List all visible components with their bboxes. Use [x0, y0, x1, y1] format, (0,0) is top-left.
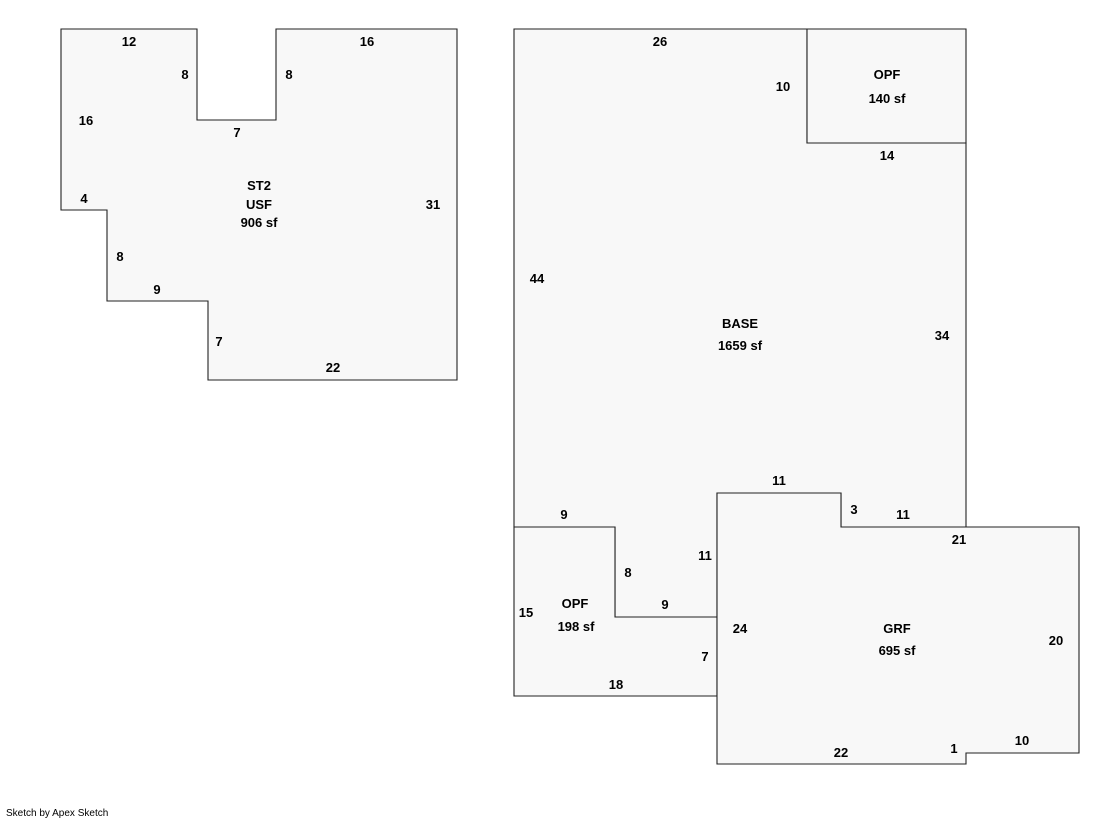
base-dim-right: 34 [935, 328, 950, 343]
opf-top-type-label: OPF [874, 67, 901, 82]
base-dim-opf-side: 8 [624, 565, 631, 580]
st2-dim-bottom: 22 [326, 360, 340, 375]
st2-type-label: USF [246, 197, 272, 212]
base-dim-grf-top: 11 [772, 473, 786, 488]
st2-area-label: 906 sf [241, 215, 279, 230]
st2-dim-step-2: 8 [116, 249, 123, 264]
st2-dim-step-3: 9 [153, 282, 160, 297]
opf-left-area-label: 198 sf [558, 619, 596, 634]
grf-dim-bottom-right: 10 [1015, 733, 1029, 748]
footer-credit: Sketch by Apex Sketch [6, 808, 109, 819]
base-dim-bottom-right: 11 [896, 507, 910, 522]
st2-dim-left: 16 [79, 113, 93, 128]
opf-top-dim-left: 10 [776, 79, 790, 94]
base-dim-grf-side: 11 [698, 548, 712, 563]
grf-area-label: 695 sf [879, 643, 917, 658]
opf-left-dim-left: 15 [519, 605, 533, 620]
st2-dim-notch-bottom: 7 [233, 125, 240, 140]
st2-dim-right: 31 [426, 197, 440, 212]
opf-left-dim-right: 7 [701, 649, 708, 664]
st2-dim-step-4: 7 [215, 334, 222, 349]
st2-usf-polygon [60, 28, 458, 381]
base-dim-bottom-left: 9 [560, 507, 567, 522]
opf-left-dim-bottom: 18 [609, 677, 623, 692]
opf-top-polygon [806, 28, 967, 144]
grf-dim-step: 1 [950, 741, 957, 756]
grf-type-label: GRF [883, 621, 911, 636]
grf-dim-top: 21 [952, 532, 966, 547]
st2-code-label: ST2 [247, 178, 271, 193]
opf-left-dim-step: 9 [661, 597, 668, 612]
grf-polygon [716, 492, 1080, 765]
st2-dim-top-left: 12 [122, 34, 136, 49]
opf-top-area-label: 140 sf [869, 91, 907, 106]
base-type-label: BASE [722, 316, 758, 331]
opf-left-type-label: OPF [562, 596, 589, 611]
grf-dim-left: 24 [733, 621, 748, 636]
grf-dim-right: 20 [1049, 633, 1063, 648]
base-dim-top: 26 [653, 34, 667, 49]
st2-dim-top-right: 16 [360, 34, 374, 49]
st2-dim-notch-right: 8 [285, 67, 292, 82]
opf-top-dim-bottom: 14 [880, 148, 895, 163]
base-area-label: 1659 sf [718, 338, 763, 353]
base-dim-step: 3 [850, 502, 857, 517]
base-dim-left: 44 [530, 271, 545, 286]
grf-dim-bottom: 22 [834, 745, 848, 760]
st2-dim-step-1: 4 [80, 191, 88, 206]
st2-dim-notch-left: 8 [181, 67, 188, 82]
